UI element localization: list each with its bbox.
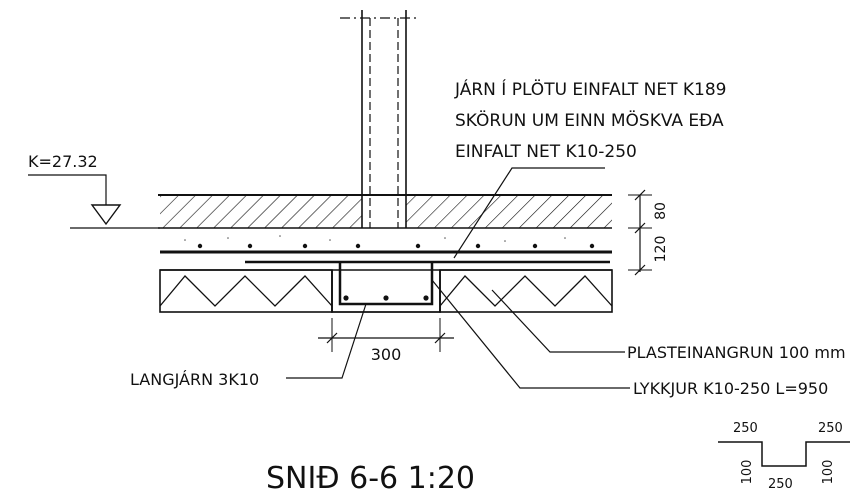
slab-dimension: 80 120 [628, 189, 669, 276]
stirrup-detail: 250 250 250 100 100 [718, 421, 850, 492]
longbar-label: LANGJÁRN 3K10 [130, 370, 259, 389]
wall-column [340, 10, 420, 228]
insulation-right [439, 269, 613, 313]
section-title: SNIÐ 6-6 1:20 [266, 461, 475, 493]
annotation-line-1: JÁRN Í PLÖTU EINFALT NET K189 [454, 78, 727, 100]
stirrup-left-height: 100 [740, 460, 755, 485]
stirrup-label: LYKKJUR K10-250 L=950 [633, 379, 828, 398]
annotation-line-3: EINFALT NET K10-250 [455, 142, 637, 162]
insulation-label-group: PLASTEINANGRUN 100 mm [491, 289, 846, 362]
stirrup-label-group: LYKKJUR K10-250 L=950 [431, 279, 828, 398]
annotation-line-2: SKÖRUN UM EINN MÖSKVA EÐA [455, 109, 724, 131]
stirrup-right-height: 100 [821, 460, 836, 485]
concrete-slab [160, 235, 612, 271]
longbar-label-group: LANGJÁRN 3K10 [130, 303, 367, 389]
stirrup-right-length: 250 [818, 421, 843, 436]
top-screed-layer [158, 194, 612, 229]
level-marker-text: K=27.32 [28, 152, 98, 171]
beam-width-dimension: 300 [318, 318, 454, 364]
dim-beam-width: 300 [371, 345, 402, 364]
insulation-label: PLASTEINANGRUN 100 mm [627, 343, 846, 362]
dim-top-layer: 80 [653, 202, 669, 220]
reinforcement-annotation: JÁRN Í PLÖTU EINFALT NET K189 SKÖRUN UM … [453, 78, 727, 259]
dim-slab: 120 [653, 236, 669, 263]
stirrup-left-length: 250 [733, 421, 758, 436]
stirrup-bottom-length: 250 [768, 477, 793, 492]
insulation-left [159, 269, 333, 313]
level-marker: K=27.32 [28, 152, 160, 229]
